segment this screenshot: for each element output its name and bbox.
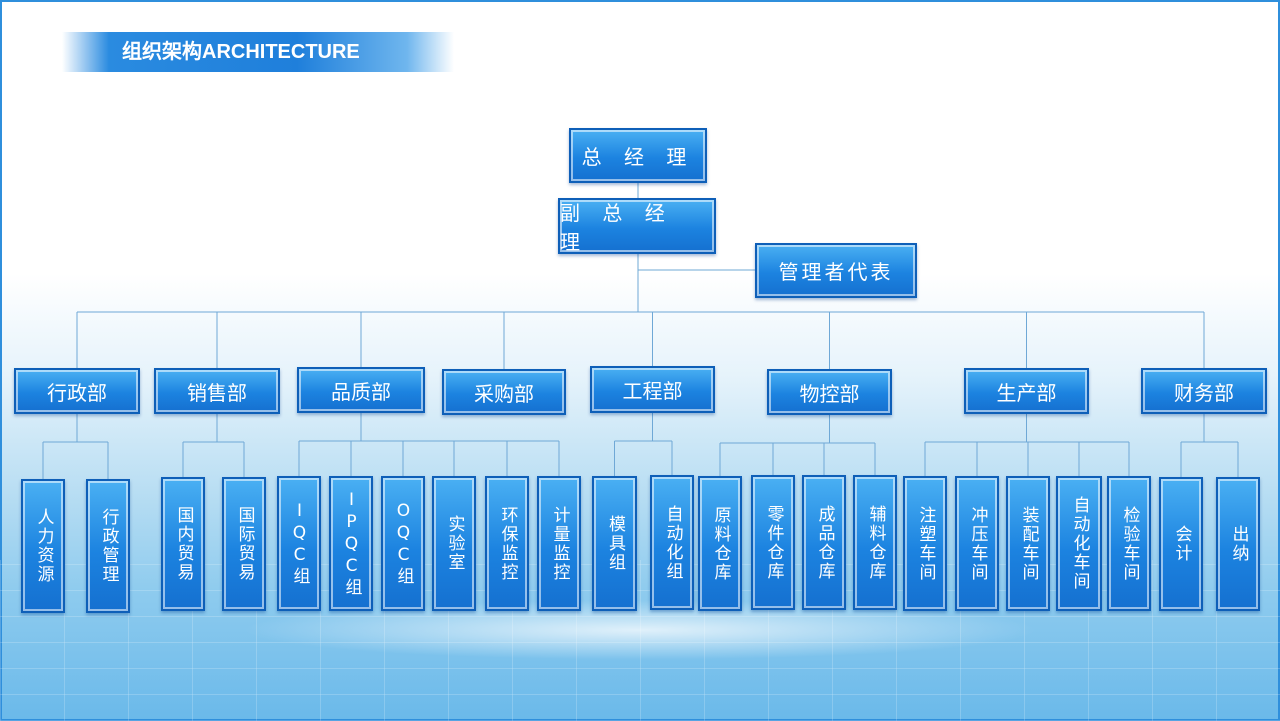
sub-unit-finance-1: 出纳 — [1216, 477, 1260, 611]
sub-unit-admin-1: 行政管理 — [86, 479, 130, 613]
sub-unit-quality-0: IQC组 — [277, 476, 321, 611]
sub-unit-quality-4: 环保监控 — [485, 476, 529, 611]
sub-unit-quality-2: OQC组 — [381, 476, 425, 611]
sub-unit-production-2: 装配车间 — [1006, 476, 1050, 611]
sub-unit-finance-0: 会计 — [1159, 477, 1203, 611]
department-admin: 行政部 — [14, 368, 140, 414]
department-sales: 销售部 — [154, 368, 280, 414]
sub-unit-engineering-0: 模具组 — [592, 476, 637, 611]
sub-unit-sales-1: 国际贸易 — [222, 477, 266, 611]
management-representative-node: 管理者代表 — [755, 243, 917, 298]
sub-unit-quality-1: IPQC组 — [329, 476, 373, 611]
department-engineering: 工程部 — [590, 366, 715, 413]
department-production: 生产部 — [964, 368, 1089, 414]
sub-unit-admin-0: 人力资源 — [21, 479, 65, 613]
page-title: 组织架构ARCHITECTURE — [122, 41, 360, 63]
general-manager-node: 总 经 理 — [569, 128, 707, 183]
sub-unit-materials-2: 成品仓库 — [802, 475, 846, 610]
sub-unit-materials-0: 原料仓库 — [698, 476, 742, 611]
sub-unit-quality-3: 实验室 — [432, 476, 476, 611]
department-materials: 物控部 — [767, 369, 892, 415]
department-finance: 财务部 — [1141, 368, 1267, 414]
sub-unit-production-3: 自动化车间 — [1056, 476, 1102, 611]
sub-unit-engineering-1: 自动化组 — [650, 475, 694, 610]
sub-unit-production-4: 检验车间 — [1107, 476, 1151, 611]
sub-unit-production-0: 注塑车间 — [903, 476, 947, 611]
deputy-general-manager-node: 副 总 经 理 — [558, 198, 716, 254]
department-quality: 品质部 — [297, 367, 425, 413]
sub-unit-quality-5: 计量监控 — [537, 476, 581, 611]
sub-unit-materials-1: 零件仓库 — [751, 475, 795, 610]
department-purchasing: 采购部 — [442, 369, 566, 415]
sub-unit-sales-0: 国内贸易 — [161, 477, 205, 611]
title-banner — [62, 32, 454, 72]
sub-unit-materials-3: 辅料仓库 — [853, 475, 897, 610]
sub-unit-production-1: 冲压车间 — [955, 476, 999, 611]
